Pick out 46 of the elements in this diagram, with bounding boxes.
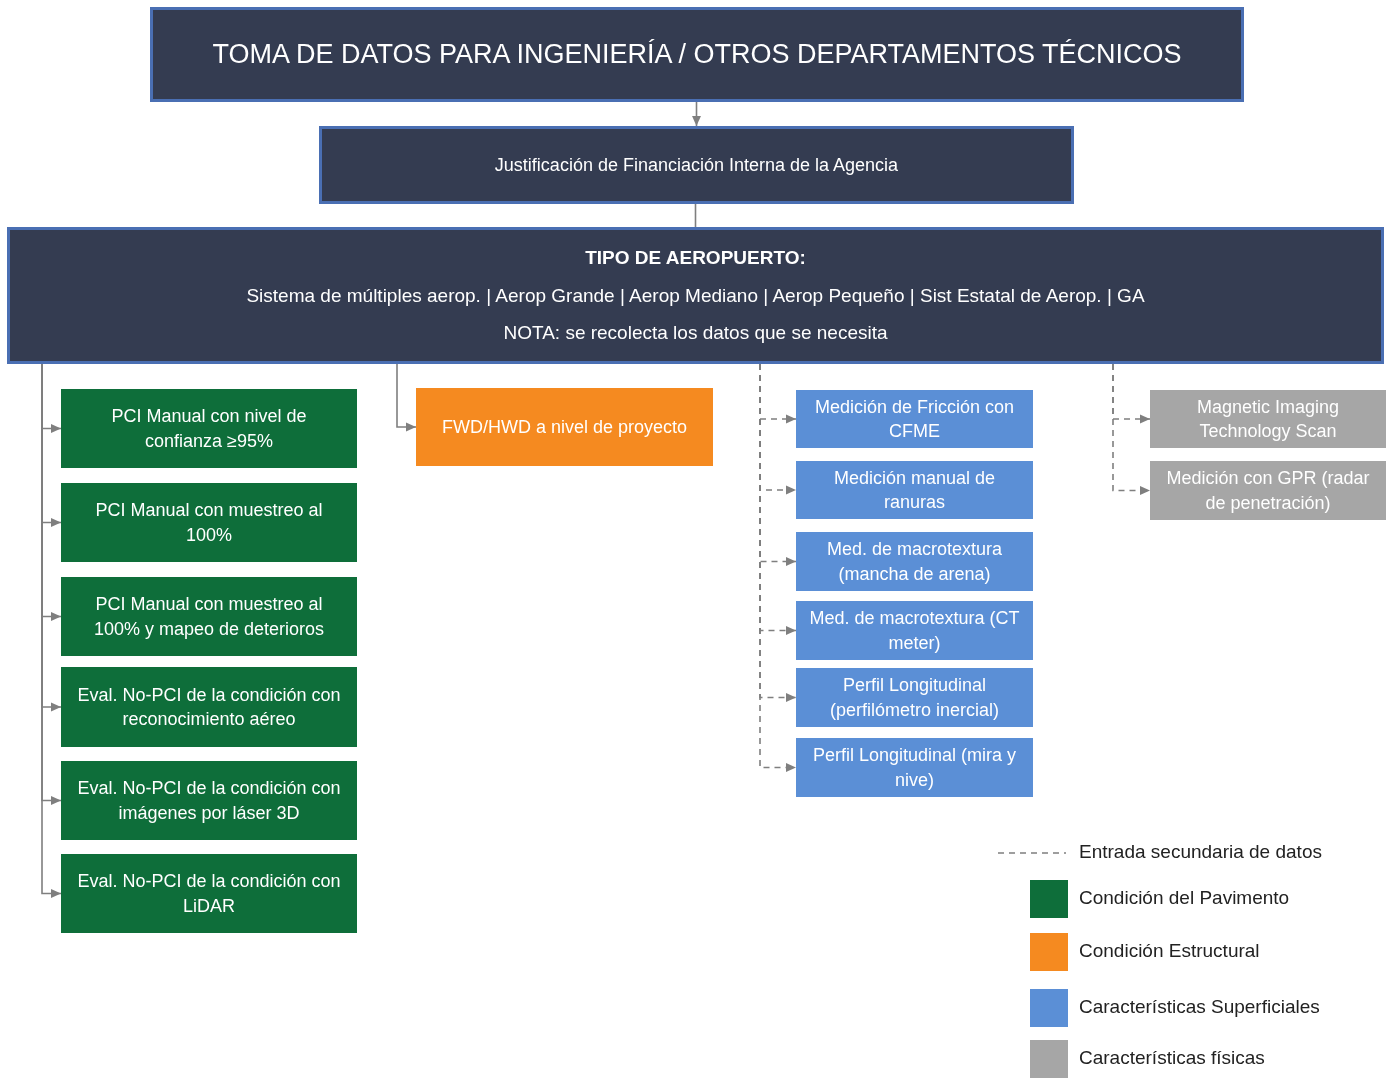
connector-arrow [1112,363,1151,495]
legend-label: Entrada secundaria de datos [1079,841,1322,863]
box-text: PCI Manual con muestreo al 100% y mapeo de deterioros [92,593,326,641]
process-box [61,854,357,933]
process-box [796,668,1033,727]
legend-label: Condición Estructural [1079,940,1260,962]
box-text: Perfil Longitudinal (mira y nive) [811,744,1018,792]
header-box [150,7,1244,102]
process-box [61,667,357,747]
box-text: FWD/HWD a nivel de proyecto [441,415,688,439]
box-text: Eval. No-PCI de la condición con reconocimiento aéreo [76,683,342,731]
process-box [61,389,357,468]
heading-text: TIPO DE AEROPUERTO: [585,246,806,271]
legend-label: Características Superficiales [1079,996,1320,1018]
box-text: NOTA: se recolecta los datos que se necesita [503,321,888,346]
box-text: Medición de Fricción con CFME [813,395,1016,443]
process-box [61,761,357,840]
process-box [796,738,1033,797]
box-text: PCI Manual con nivel de confianza ≥95% [110,405,308,453]
connector-arrow [692,101,701,127]
process-box [1150,390,1386,448]
box-text: Med. de macrotextura (mancha de arena) [825,538,1004,586]
box-text: PCI Manual con muestreo al 100% [94,499,324,547]
box-text: Magnetic Imaging Technology Scan [1195,395,1341,443]
box-text: Eval. No-PCI de la condición con imágenes por láser 3D [76,777,342,825]
legend-label: Condición del Pavimento [1079,887,1290,909]
box-text: Medición manual de ranuras [832,466,997,514]
process-box [61,577,357,656]
header-box [7,227,1384,364]
box-text: Perfil Longitudinal (perfilómetro inercial) [828,674,1001,722]
box-text: Med. de macrotextura (CT meter) [808,607,1021,655]
box-text: Justificación de Financiación Interna de la Agencia [494,153,899,177]
process-box [1150,461,1386,520]
process-box [61,483,357,562]
process-box [796,390,1033,448]
connector-arrow [396,363,417,432]
box-text: Eval. No-PCI de la condición con LiDAR [76,870,342,918]
process-box [796,532,1033,591]
process-box [416,388,713,466]
process-box [796,601,1033,660]
legend-label: Características físicas [1079,1047,1265,1069]
box-text: Sistema de múltiples aerop. | Aerop Grande | Aerop Mediano | Aerop Pequeño | Sist Estatal de Aerop. | GA [246,283,1145,308]
box-text: Medición con GPR (radar de penetración) [1165,467,1371,515]
box-text: TOMA DE DATOS PARA INGENIERÍA / OTROS DEPARTAMENTOS TÉCNICOS [212,38,1182,72]
header-box [319,126,1074,204]
process-box [796,461,1033,519]
